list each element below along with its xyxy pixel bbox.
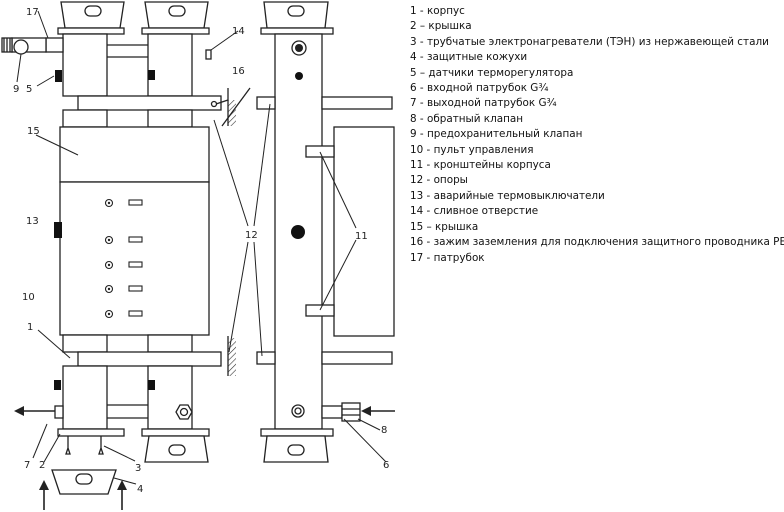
outlet-pipe	[54, 405, 64, 419]
callout-1: 1	[27, 322, 33, 333]
callout-13: 13	[26, 216, 39, 227]
callout-11: 11	[355, 231, 368, 242]
support-bar-top	[77, 95, 222, 111]
callout-15: 15	[27, 126, 40, 137]
legend-item: 5 – датчики терморегулятора	[410, 66, 574, 79]
legend-item: 3 - трубчатые электронагреватели (ТЭН) и…	[410, 35, 769, 48]
front-view	[1, 1, 229, 495]
callout-3: 3	[135, 463, 141, 474]
legend-item: 4 - защитные кожухи	[410, 51, 528, 64]
callout-16: 16	[232, 66, 245, 77]
callout-6: 6	[383, 460, 389, 471]
column-left-upper	[62, 33, 108, 97]
callout-5: 5	[26, 84, 32, 95]
callout-2: 2	[39, 460, 45, 471]
legend-item: 2 – крышка	[410, 20, 472, 33]
legend-item: 12 - опоры	[410, 174, 468, 187]
legend-item: 16 - зажим заземления для подключения за…	[410, 236, 784, 249]
callout-9: 9	[13, 84, 19, 95]
legend-item: 1 - корпус	[410, 5, 465, 17]
callout-12: 12	[245, 230, 258, 241]
control-panel	[59, 181, 210, 336]
callout-7: 7	[24, 460, 30, 471]
side-view	[256, 1, 395, 463]
legend-item: 6 - входной патрубок G¾	[410, 82, 549, 95]
housing-lid	[59, 126, 210, 183]
callout-10: 10	[22, 292, 35, 303]
legend-item: 15 – крышка	[410, 220, 479, 233]
legend-item: 14 - сливное отверстие	[410, 205, 539, 218]
side-control-box	[333, 126, 395, 337]
legend-list: 1 - корпус 2 – крышка 3 - трубчатые элек…	[410, 4, 784, 266]
legend-item: 9 - предохранительный клапан	[410, 128, 583, 141]
legend-item: 8 - обратный клапан	[410, 112, 524, 125]
legend-item: 10 - пульт управления	[410, 143, 534, 156]
column-right-upper	[147, 33, 193, 97]
callout-14: 14	[232, 26, 245, 37]
callout-8: 8	[381, 425, 387, 436]
legend-item: 7 - выходной патрубок G¾	[410, 97, 557, 110]
legend-item: 17 - патрубок	[410, 251, 485, 264]
column-left-lower	[62, 365, 108, 430]
upper-pipe	[45, 37, 64, 53]
legend-item: 13 - аварийные термовыключатели	[410, 189, 605, 202]
legend-item: 11 - кронштейны корпуса	[410, 159, 551, 172]
callout-4: 4	[137, 484, 143, 495]
callout-17: 17	[26, 7, 39, 18]
support-bar-bottom	[77, 351, 222, 367]
